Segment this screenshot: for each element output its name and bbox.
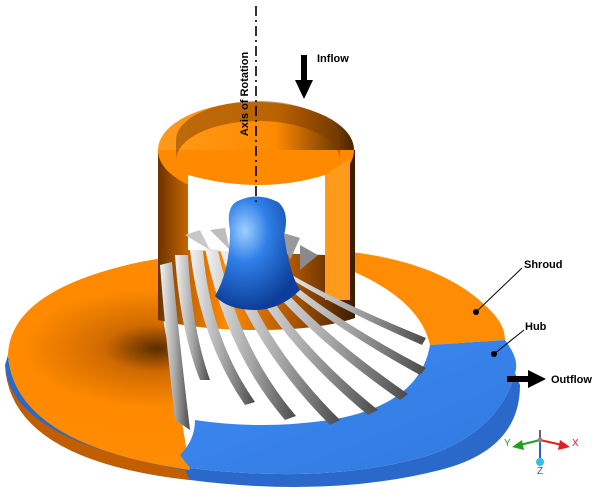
shroud-label: Shroud: [524, 259, 563, 271]
outflow-label: Outflow: [551, 374, 592, 386]
shroud-leader-dot: [473, 309, 479, 315]
triad-x-label: X: [572, 438, 579, 449]
hub-leader-line: [493, 329, 525, 355]
axis-of-rotation-label: Axis of Rotation: [239, 52, 251, 137]
shroud-disk: [8, 248, 505, 470]
hub-leader-dot: [491, 351, 497, 357]
triad-z-label: Z: [537, 466, 543, 477]
outflow-arrow: [507, 370, 546, 388]
disk-base: [5, 355, 520, 488]
shroud-leader-line: [475, 267, 523, 313]
hub-surface: [180, 340, 517, 475]
coordinate-triad: [512, 430, 570, 466]
nose-cone: [215, 196, 300, 310]
inflow-label: Inflow: [317, 53, 349, 65]
triad-y-label: Y: [504, 438, 511, 449]
hub-label: Hub: [525, 321, 547, 333]
inflow-arrow: [295, 55, 313, 99]
